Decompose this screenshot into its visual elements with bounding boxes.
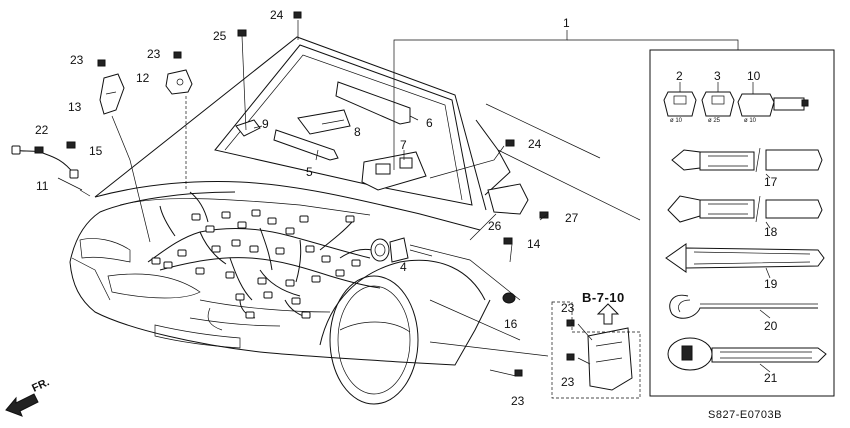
callout-23e: 23: [511, 394, 525, 408]
clip-2-part: ø 10: [663, 91, 697, 124]
grommet-part: [370, 237, 409, 263]
clip-3-size: ø 25: [708, 118, 721, 124]
callout-13: 13: [68, 100, 82, 114]
callout-15: 15: [89, 144, 103, 158]
callout-23c: 23: [561, 301, 575, 315]
callout-5: 5: [306, 165, 313, 179]
callout-17: 17: [764, 175, 778, 189]
detail-box: [551, 301, 641, 399]
reference-up-arrow-icon: [596, 303, 620, 325]
callout-21: 21: [764, 371, 778, 385]
callout-23d: 23: [561, 375, 575, 389]
engine-wire-harness: [147, 191, 409, 319]
callout-2: 2: [676, 69, 683, 83]
callout-labels: 1 2 3 4 5 6 7 8 9 10 11 12 13 14 15 16 1…: [35, 8, 778, 408]
clip-3-part: ø 25: [701, 91, 735, 124]
clip-parts-panel: ø 10 ø 25 ø 10: [649, 49, 835, 397]
bolt-part: [34, 11, 575, 377]
direction-label: FR.: [30, 376, 51, 394]
callout-3: 3: [714, 69, 721, 83]
front-direction-arrow-icon: [5, 393, 39, 417]
callout-6: 6: [426, 116, 433, 130]
callout-4: 4: [400, 260, 407, 274]
clamp-20-part: [669, 294, 818, 319]
clip-2-size: ø 10: [670, 118, 683, 124]
leader-lines: [57, 20, 739, 377]
callout-23a: 23: [70, 53, 84, 67]
callout-7: 7: [400, 138, 407, 152]
callout-25: 25: [213, 29, 227, 43]
callout-18: 18: [764, 225, 778, 239]
relay-bracket-part: [165, 69, 193, 95]
ground-cable-part: [11, 145, 79, 179]
callout-8: 8: [354, 125, 361, 139]
callout-11: 11: [36, 179, 49, 193]
diagram-code: S827-E0703B: [708, 409, 782, 421]
callout-19: 19: [764, 277, 778, 291]
callout-27: 27: [565, 211, 579, 225]
harness-cover-part: [235, 81, 633, 391]
car-body-outline: [69, 36, 641, 405]
callout-14: 14: [527, 237, 541, 251]
clip-10-part: ø 10: [737, 93, 809, 124]
harness-bracket-part: [99, 73, 125, 115]
callout-20: 20: [764, 319, 778, 333]
tie-strap-19-part: [665, 243, 825, 273]
tie-strap-17-part: [671, 147, 823, 173]
callout-22: 22: [35, 123, 49, 137]
tie-strap-18-part: [667, 195, 823, 223]
callout-1: 1: [563, 16, 570, 30]
callout-12: 12: [136, 71, 150, 85]
tie-strap-21-part: [667, 337, 827, 371]
reference-label: B-7-10: [582, 290, 625, 305]
callout-16: 16: [504, 317, 518, 331]
callout-9: 9: [262, 117, 269, 131]
callout-26: 26: [488, 219, 502, 233]
callout-24b: 24: [528, 137, 542, 151]
callout-24a: 24: [270, 8, 284, 22]
callout-10: 10: [747, 69, 761, 83]
callout-23b: 23: [147, 47, 161, 61]
clip-10-size: ø 10: [744, 118, 757, 124]
